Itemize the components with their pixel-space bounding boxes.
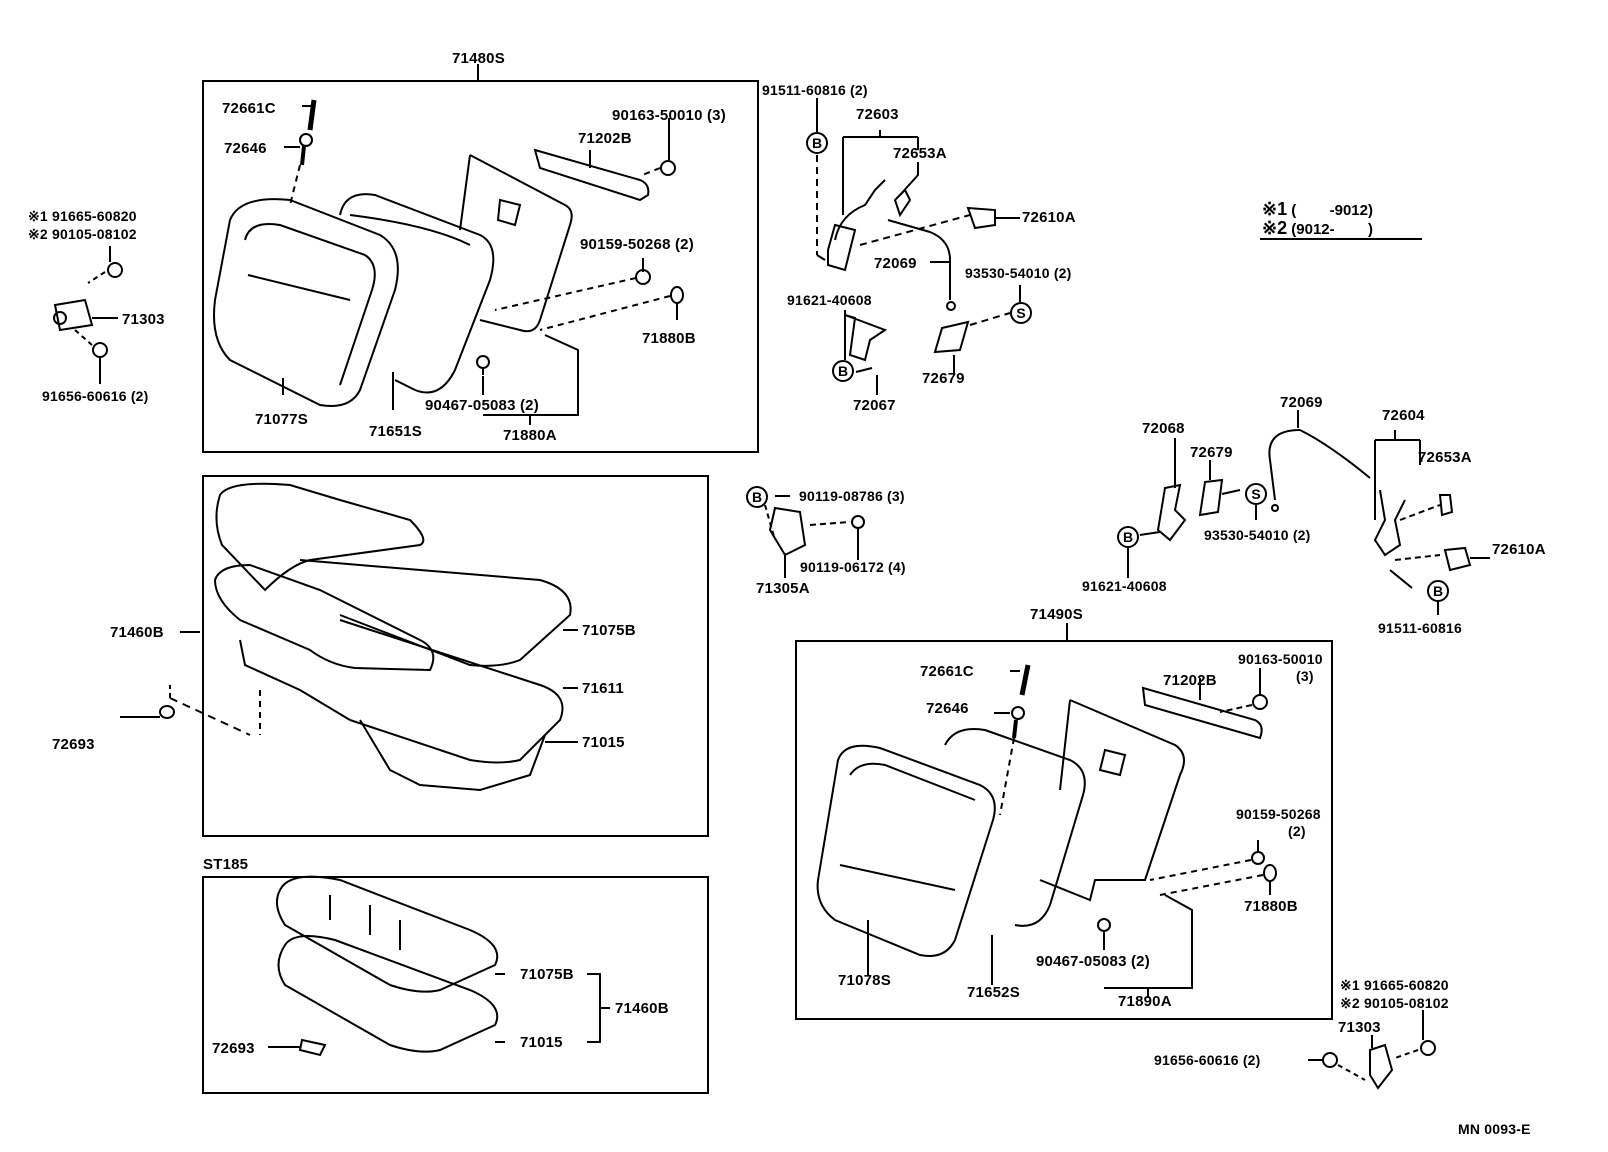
label-93530-54010-left[interactable]: 93530-54010 (2)	[965, 265, 1072, 281]
label-71077S[interactable]: 71077S	[255, 411, 308, 428]
label-note1-left[interactable]: ※1 91665-60820	[28, 208, 137, 224]
left-hinge-art	[53, 246, 123, 384]
callout-s-left[interactable]: S	[1010, 302, 1032, 324]
label-72604[interactable]: 72604	[1382, 407, 1425, 424]
label-90163-50010[interactable]: 90163-50010 (3)	[612, 107, 726, 124]
label-71480S[interactable]: 71480S	[452, 50, 505, 67]
label-91621-40608-left[interactable]: 91621-40608	[787, 292, 872, 308]
label-91511-60816-left[interactable]: 91511-60816 (2)	[762, 82, 868, 98]
left-seatback-art	[213, 64, 684, 425]
label-72653A-right[interactable]: 72653A	[1418, 449, 1472, 466]
label-71202B-right[interactable]: 71202B	[1163, 672, 1217, 689]
label-90159-50268[interactable]: 90159-50268 (2)	[580, 236, 694, 253]
label-90163-qty-right: (3)	[1296, 668, 1314, 684]
label-90467-05083[interactable]: 90467-05083 (2)	[425, 397, 539, 414]
callout-s-right[interactable]: S	[1245, 483, 1267, 505]
seat-bracket-art	[764, 495, 865, 578]
label-71611[interactable]: 71611	[582, 680, 624, 697]
label-71652S[interactable]: 71652S	[967, 984, 1020, 1001]
legend-mark-1: ※1	[1262, 199, 1288, 219]
label-72679-right[interactable]: 72679	[1190, 444, 1233, 461]
label-90163-50010-right[interactable]: 90163-50010	[1238, 651, 1323, 667]
diagram-code: MN 0093-E	[1458, 1121, 1531, 1137]
label-72693[interactable]: 72693	[52, 736, 95, 753]
label-71075B[interactable]: 71075B	[582, 622, 636, 639]
callout-b-left-bottom[interactable]: B	[832, 360, 854, 382]
label-91656-60616-left[interactable]: 91656-60616 (2)	[42, 388, 149, 404]
label-71890A[interactable]: 71890A	[1118, 993, 1172, 1010]
label-91656-60616-right[interactable]: 91656-60616 (2)	[1154, 1052, 1261, 1068]
label-71880B-right[interactable]: 71880B	[1244, 898, 1298, 915]
label-note1-right[interactable]: ※1 91665-60820	[1340, 977, 1449, 993]
label-st185-72693[interactable]: 72693	[212, 1040, 255, 1057]
label-72679-left[interactable]: 72679	[922, 370, 965, 387]
label-71490S[interactable]: 71490S	[1030, 606, 1083, 623]
label-72610A-right[interactable]: 72610A	[1492, 541, 1546, 558]
right-lock-art	[1127, 410, 1490, 615]
legend-range-1: ( -9012)	[1291, 202, 1373, 219]
box-rear-cushion	[202, 475, 709, 837]
label-91511-60816-right[interactable]: 91511-60816	[1378, 620, 1462, 636]
label-90119-06172[interactable]: 90119-06172 (4)	[800, 559, 906, 575]
label-72068[interactable]: 72068	[1142, 420, 1185, 437]
label-90159-50268-right[interactable]: 90159-50268	[1236, 806, 1321, 822]
box-st185	[202, 876, 709, 1094]
label-90467-05083-right[interactable]: 90467-05083 (2)	[1036, 953, 1150, 970]
label-90119-08786[interactable]: 90119-08786 (3)	[799, 488, 905, 504]
label-91621-40608-right[interactable]: 91621-40608	[1082, 578, 1167, 594]
label-71880A[interactable]: 71880A	[503, 427, 557, 444]
box-right-seatback	[795, 640, 1333, 1020]
right-seatback-art	[816, 623, 1277, 998]
label-72661C[interactable]: 72661C	[222, 100, 276, 117]
legend-range-2: (9012- )	[1291, 221, 1373, 238]
label-72653A-left[interactable]: 72653A	[893, 145, 947, 162]
label-90159-qty-right: (2)	[1288, 823, 1306, 839]
right-hinge-art	[1308, 1010, 1436, 1090]
label-72069-right[interactable]: 72069	[1280, 394, 1323, 411]
label-72603[interactable]: 72603	[856, 106, 899, 123]
label-note2-right[interactable]: ※2 90105-08102	[1340, 995, 1449, 1011]
label-71015[interactable]: 71015	[582, 734, 625, 751]
label-71880B[interactable]: 71880B	[642, 330, 696, 347]
label-71305A[interactable]: 71305A	[756, 580, 810, 597]
label-71202B[interactable]: 71202B	[578, 130, 632, 147]
label-72067[interactable]: 72067	[853, 397, 896, 414]
box-left-seatback	[202, 80, 759, 453]
callout-b-right-left[interactable]: B	[1117, 526, 1139, 548]
label-72610A-left[interactable]: 72610A	[1022, 209, 1076, 226]
label-71078S[interactable]: 71078S	[838, 972, 891, 989]
callout-b-right-bottom[interactable]: B	[1427, 580, 1449, 602]
label-71651S[interactable]: 71651S	[369, 423, 422, 440]
label-note2-left[interactable]: ※2 90105-08102	[28, 226, 137, 242]
label-72646[interactable]: 72646	[224, 140, 267, 157]
label-72661C-right[interactable]: 72661C	[920, 663, 974, 680]
label-71303-right[interactable]: 71303	[1338, 1019, 1381, 1036]
rear-cushion-art	[120, 482, 578, 792]
label-71460B[interactable]: 71460B	[110, 624, 164, 641]
legend-mark-2: ※2	[1262, 218, 1288, 238]
left-lock-art	[816, 98, 1021, 395]
legend-row-1: ※1 ( -9012)	[1262, 199, 1373, 220]
label-71303-left[interactable]: 71303	[122, 311, 165, 328]
label-72069-left[interactable]: 72069	[874, 255, 917, 272]
legend-underline	[1260, 238, 1422, 240]
label-st185-71460B[interactable]: 71460B	[615, 1000, 669, 1017]
callout-b-bracket[interactable]: B	[746, 486, 768, 508]
label-93530-54010-right[interactable]: 93530-54010 (2)	[1204, 527, 1311, 543]
label-ST185: ST185	[203, 856, 249, 873]
label-72646-right[interactable]: 72646	[926, 700, 969, 717]
label-st185-71075B[interactable]: 71075B	[520, 966, 574, 983]
label-st185-71015[interactable]: 71015	[520, 1034, 563, 1051]
callout-b-left-top[interactable]: B	[806, 132, 828, 154]
legend-row-2: ※2 (9012- )	[1262, 218, 1373, 239]
